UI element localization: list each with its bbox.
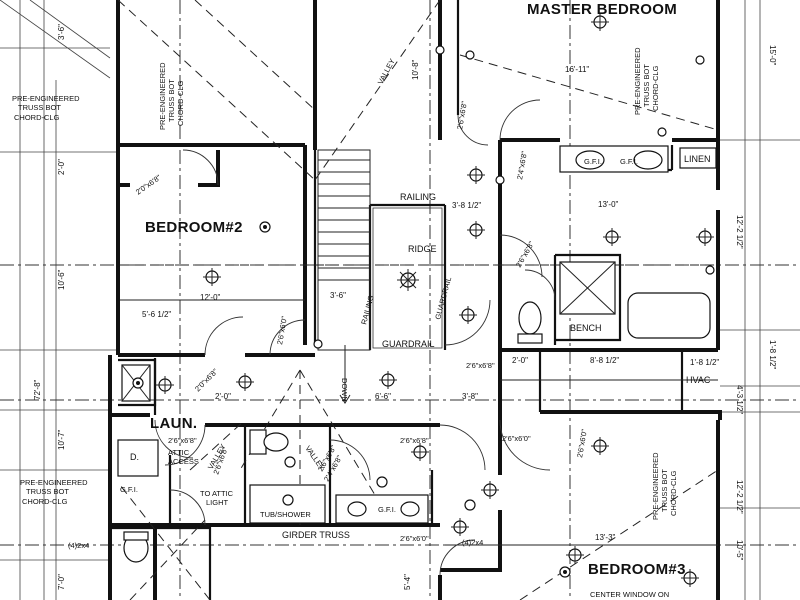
svg-text:2'6"x6'8": 2'6"x6'8" [466, 361, 495, 370]
svg-text:PRE-ENGINEERED: PRE-ENGINEERED [12, 94, 80, 103]
railing-label: RAILING [400, 192, 436, 202]
svg-text:10'-7": 10'-7" [57, 429, 66, 450]
svg-text:2'6"x6'0": 2'6"x6'0" [275, 315, 289, 345]
svg-text:1'-8 1/2": 1'-8 1/2" [690, 358, 719, 367]
center-window-label: CENTER WINDOW ON [590, 590, 669, 599]
hvac-label: HVAC [686, 375, 711, 385]
truss-note-left-top: PRE-ENGINEERED TRUSS BOT CHORD-CLG [12, 94, 80, 122]
svg-text:2'6"x6'8": 2'6"x6'8" [168, 436, 197, 445]
svg-text:2'0"x6'8": 2'0"x6'8" [193, 367, 220, 394]
svg-text:16'-11": 16'-11" [565, 65, 589, 74]
svg-text:2'6"x6'0": 2'6"x6'0" [400, 534, 429, 543]
svg-text:2'6"x6'0": 2'6"x6'0" [575, 428, 589, 458]
svg-text:2'-0": 2'-0" [215, 392, 231, 401]
svg-text:2'-0": 2'-0" [512, 356, 528, 365]
linen-label: LINEN [684, 154, 711, 164]
door-swings [154, 99, 556, 576]
room-label-bedroom3: BEDROOM#3 [588, 561, 686, 578]
svg-text:10'-6": 10'-6" [57, 269, 66, 290]
attic-access-label-2: ACCESS [168, 457, 199, 466]
svg-text:TRUSS BOT: TRUSS BOT [18, 103, 61, 112]
svg-text:3'-6": 3'-6" [330, 291, 346, 300]
svg-text:CHORD-CLG: CHORD-CLG [651, 65, 660, 111]
tub-shower-label: TUB/SHOWER [260, 510, 311, 519]
svg-text:2'0"x6'8": 2'0"x6'8" [134, 173, 163, 197]
svg-text:10'-8": 10'-8" [411, 59, 420, 80]
truss-note-left-bottom: PRE-ENGINEERED TRUSS BOT CHORD-CLG [20, 478, 88, 506]
svg-text:15'-0": 15'-0" [768, 45, 777, 66]
svg-text:PRE-ENGINEERED: PRE-ENGINEERED [158, 62, 167, 130]
dryer-label: D. [130, 452, 139, 462]
svg-text:12'-2 1/2": 12'-2 1/2" [735, 480, 744, 514]
svg-text:CHORD-CLG: CHORD-CLG [22, 497, 68, 506]
svg-text:TRUSS BOT: TRUSS BOT [660, 469, 669, 512]
gfi-label-master-2: G.F.I. [620, 157, 638, 166]
header-label-left: (4)2x4 [68, 541, 89, 550]
svg-text:6'-6": 6'-6" [375, 392, 391, 401]
svg-text:2'6"x6'0": 2'6"x6'0" [502, 434, 531, 443]
svg-text:7'-0": 7'-0" [57, 574, 66, 590]
svg-text:CHORD-CLG: CHORD-CLG [669, 470, 678, 516]
svg-text:5'-4": 5'-4" [403, 574, 412, 590]
staircase [317, 149, 443, 404]
attic-access-label-1: ATTIC [168, 448, 190, 457]
svg-text:5'-6 1/2": 5'-6 1/2" [142, 310, 171, 319]
ridge-label: RIDGE [408, 244, 437, 254]
header-label-right: (4)2x4 [462, 538, 483, 547]
room-label-bedroom2: BEDROOM#2 [145, 219, 243, 236]
svg-text:1'-8 1/2": 1'-8 1/2" [768, 340, 777, 369]
ceiling-lines [117, 0, 720, 600]
svg-text:TRUSS BOT: TRUSS BOT [167, 79, 176, 122]
down-label: DOWN [340, 378, 349, 402]
smoke-detector-icon [132, 45, 715, 578]
svg-text:8'-8 1/2": 8'-8 1/2" [590, 356, 619, 365]
truss-note-vertical-master: PRE-ENGINEERED TRUSS BOT CHORD-CLG [633, 47, 660, 115]
truss-note-vertical-bed3: PRE-ENGINEERED TRUSS BOT CHORD-CLG [651, 452, 678, 520]
guardrail-label: GUARDRAIL [382, 339, 435, 349]
svg-text:13'-0": 13'-0" [598, 200, 619, 209]
svg-text:PRE-ENGINEERED: PRE-ENGINEERED [20, 478, 88, 487]
svg-text:3'-8": 3'-8" [462, 392, 478, 401]
svg-text:3'-8 1/2": 3'-8 1/2" [452, 201, 481, 210]
girder-truss-label: GIRDER TRUSS [282, 530, 350, 540]
svg-text:4'-3 1/2": 4'-3 1/2" [735, 385, 744, 414]
svg-text:12'-0": 12'-0" [200, 293, 221, 302]
gfi-label-bath2: G.F.I. [378, 505, 396, 514]
bench-label: BENCH [570, 323, 602, 333]
svg-text:TRUSS BOT: TRUSS BOT [26, 487, 69, 496]
truss-note-vertical-top-left: PRE-ENGINEERED TRUSS BOT CHORD-CLG [158, 62, 185, 130]
svg-text:10'-5": 10'-5" [735, 540, 744, 561]
svg-text:12'-2 1/2": 12'-2 1/2" [735, 215, 744, 249]
to-attic-light-label-2: LIGHT [206, 498, 229, 507]
svg-text:CHORD-CLG: CHORD-CLG [14, 113, 60, 122]
to-attic-light-label-1: TO ATTIC [200, 489, 234, 498]
svg-text:13'-3": 13'-3" [595, 533, 616, 542]
svg-text:2'6"x6'8": 2'6"x6'8" [400, 436, 429, 445]
svg-text:2'4"x6'8": 2'4"x6'8" [515, 150, 529, 180]
ceiling-light-icon [156, 13, 714, 587]
svg-text:TRUSS BOT: TRUSS BOT [642, 64, 651, 107]
gfi-label-master-1: G.F.I. [584, 157, 602, 166]
svg-text:3'-6": 3'-6" [57, 24, 66, 40]
valley-label-top: VALLEY [376, 57, 397, 86]
dimension-labels: 16'-11" 10'-8" 13'-0" 3'-8 1/2" 12'-0" 5… [33, 24, 777, 590]
svg-text:PRE-ENGINEERED: PRE-ENGINEERED [633, 47, 642, 115]
svg-text:2'-0": 2'-0" [57, 159, 66, 175]
guardrail-vertical-label: GUARDRAIL [433, 276, 453, 321]
room-label-master-bedroom: MASTER BEDROOM [527, 1, 677, 18]
svg-text:CHORD-CLG: CHORD-CLG [176, 80, 185, 126]
svg-text:PRE-ENGINEERED: PRE-ENGINEERED [651, 452, 660, 520]
room-label-laundry: LAUN. [150, 415, 197, 432]
gfi-label-laundry: G.F.I. [120, 485, 138, 494]
svg-text:72'-8": 72'-8" [33, 379, 42, 400]
